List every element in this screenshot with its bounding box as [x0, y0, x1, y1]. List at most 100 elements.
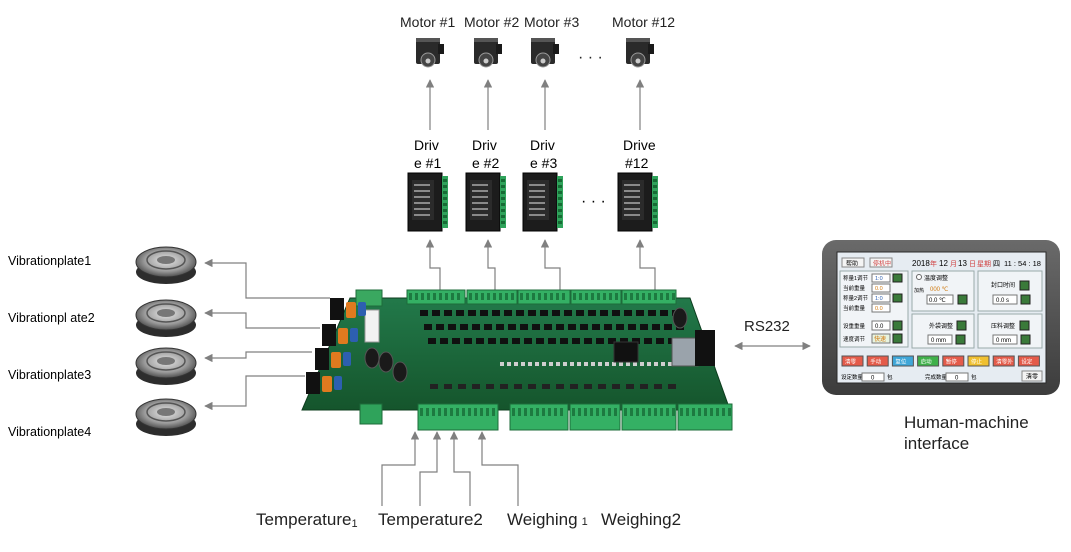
hmi-left-row-value: 1:0 [875, 296, 883, 302]
board-chip [432, 310, 440, 316]
hmi-date-month-unit: 月 [950, 260, 957, 268]
hmi-action-button[interactable]: 暂停 [942, 355, 965, 367]
hmi-action-button-bg[interactable] [841, 355, 864, 367]
hmi-action-button-bg[interactable] [992, 355, 1015, 367]
hmi-temp-value2: 0.0 ℃ [929, 298, 946, 304]
arrow-board-drive12 [635, 239, 656, 292]
hmi-help-button[interactable] [841, 257, 865, 268]
drive-terminal-pin [443, 203, 447, 206]
hmi-action-button-label: 暂停 [946, 358, 958, 366]
board-led [633, 362, 637, 366]
hmi-temp-toggle[interactable] [957, 294, 968, 305]
drive-terminal-pin [653, 185, 657, 188]
hmi-seal-toggle[interactable] [1020, 294, 1031, 305]
drive-terminal-pin [558, 215, 562, 218]
hmi-set-weight-value: 0.0 [875, 324, 884, 330]
hmi-action-button-bg[interactable] [1017, 355, 1040, 367]
hmi-left-row-field[interactable] [871, 293, 891, 303]
hmi-speed-toggle[interactable] [892, 333, 903, 344]
board-to-drive-arrows [425, 239, 656, 292]
board-chip [480, 310, 488, 316]
hmi-set-weight-toggle[interactable] [892, 320, 903, 331]
hmi-left-row-toggle[interactable] [892, 293, 903, 303]
terminal-screw [603, 293, 606, 300]
hmi-temp-field[interactable] [926, 294, 954, 305]
board-chip [456, 310, 464, 316]
board-led [647, 362, 651, 366]
board-mcu [613, 341, 639, 363]
hmi-temp-radio[interactable] [916, 274, 922, 280]
hmi-seal-toggle-top[interactable] [1019, 280, 1030, 291]
hmi-action-button-bg[interactable] [891, 355, 914, 367]
hmi-action-button[interactable]: 停止 [967, 355, 990, 367]
hmi-set-weight-label: 设重重量 [843, 322, 866, 330]
hmi-outer-field[interactable] [927, 334, 953, 345]
hmi-action-button-bg[interactable] [942, 355, 965, 367]
motor-connector [553, 44, 559, 54]
terminal-screw [630, 408, 633, 416]
hmi-action-button[interactable]: 手动 [866, 355, 889, 367]
top-terminal-block [406, 289, 466, 305]
hmi-seal-field[interactable] [992, 294, 1018, 305]
board-chip-bottom [514, 384, 522, 389]
drive-icon-1 [407, 172, 448, 232]
terminal-screw [686, 408, 689, 416]
hmi-action-button[interactable]: 复位 [891, 355, 914, 367]
hmi-action-button[interactable]: 清零外 [992, 355, 1015, 367]
hmi-press-label: 压料调整 [991, 322, 1015, 330]
board-led [535, 362, 539, 366]
board-chip [440, 338, 448, 344]
terminal-screw [538, 293, 541, 300]
terminal-screw [544, 293, 547, 300]
terminal-screw [512, 408, 515, 416]
hmi-clear-button[interactable] [1021, 370, 1043, 382]
terminal-screw [579, 293, 582, 300]
hmi-speed-field[interactable] [871, 333, 891, 344]
hmi-set-count-field[interactable] [861, 372, 885, 382]
hmi-outer-toggle[interactable] [955, 334, 966, 345]
board-led [626, 362, 630, 366]
bottom-terminal-block [677, 403, 733, 431]
terminal-screw [550, 293, 553, 300]
terminal-screw [433, 293, 436, 300]
terminal-screw [573, 293, 576, 300]
hmi-action-button-bg[interactable] [967, 355, 990, 367]
hmi-press-field[interactable] [992, 334, 1018, 345]
hmi-outer-toggle-top[interactable] [956, 320, 967, 331]
plate-center [157, 309, 175, 317]
hmi-set-weight-field[interactable] [871, 320, 891, 331]
motor-label-3: Motor #3 [524, 14, 579, 30]
hmi-action-button-bg[interactable] [866, 355, 889, 367]
hmi-status-button[interactable] [869, 257, 893, 268]
hmi-left-row-field[interactable] [871, 273, 891, 283]
board-chip-bottom [584, 384, 592, 389]
bottom-terminal-block [417, 403, 499, 431]
drive-label-line [529, 208, 545, 210]
sensor-label-temperature2: Temperature2 [378, 510, 483, 529]
motor-cap [531, 38, 555, 42]
hmi-action-button[interactable]: 清零 [841, 355, 864, 367]
hmi-action-button[interactable]: 设定 [1017, 355, 1040, 367]
hmi-done-count-field[interactable] [945, 372, 969, 382]
hmi-left-row-field[interactable] [871, 303, 891, 313]
drive-terminal-pin [558, 221, 562, 224]
drive-ellipsis: · · · [581, 193, 606, 210]
plate-track [146, 402, 186, 422]
capacitor-orange [338, 328, 348, 344]
hmi-action-button[interactable]: 启动 [917, 355, 940, 367]
board-chip [508, 324, 516, 330]
terminal-screw [642, 293, 645, 300]
board-chip-bottom [444, 384, 452, 389]
terminal-screw [451, 293, 454, 300]
terminal-screw [630, 293, 633, 300]
drive-terminal-pin [501, 179, 505, 182]
hmi-press-toggle-top[interactable] [1019, 320, 1030, 331]
arrow-board-plate3 [204, 351, 312, 363]
drive-label-1-line1: Driv [414, 137, 439, 153]
hmi-left-row-field[interactable] [871, 283, 891, 293]
hmi-press-toggle[interactable] [1020, 334, 1031, 345]
hmi-action-button-bg[interactable] [917, 355, 940, 367]
hmi-left-row-toggle[interactable] [892, 273, 903, 283]
board-chip [632, 338, 640, 344]
